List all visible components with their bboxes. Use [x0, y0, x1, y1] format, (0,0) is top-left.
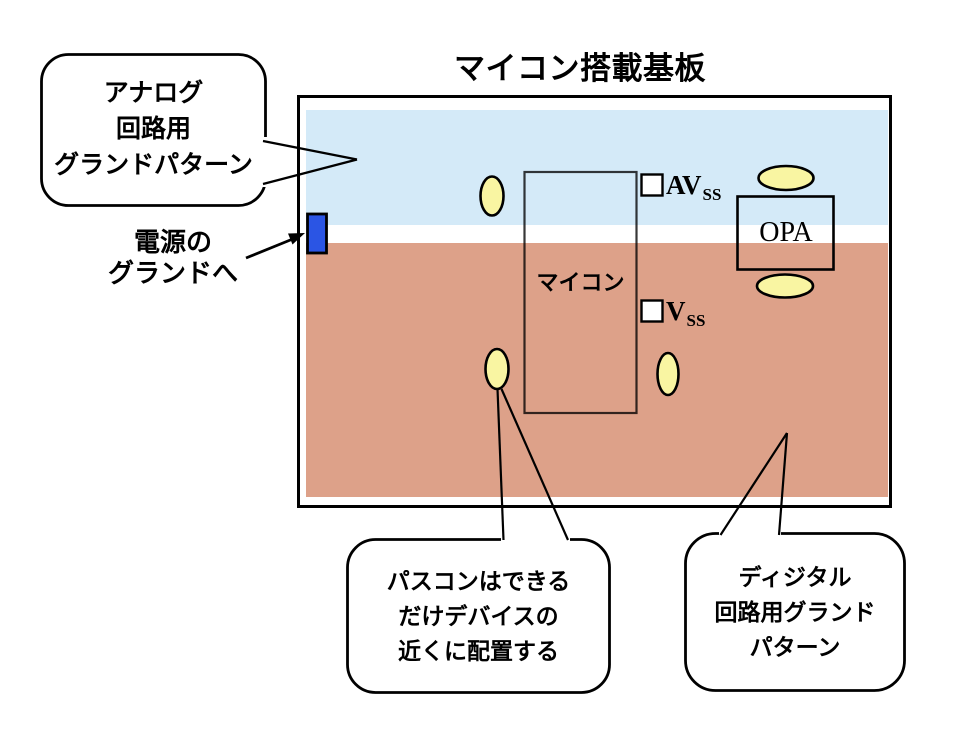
callout-analog-gap [260, 137, 269, 187]
callout-analog-pointer [262, 139, 358, 161]
label-line: グランドへ [107, 259, 238, 288]
callout-line: 回路用 [115, 116, 191, 143]
vss-pin-square [640, 299, 664, 323]
pin-name: V [666, 296, 686, 326]
callout-bypass-capacitor-label: パスコンはできる だけデバイスの 近くに配置する [346, 538, 611, 694]
callout-analog-bubble [40, 53, 267, 207]
callout-bypass-pointer [496, 388, 505, 541]
callout-digital-gap [719, 530, 781, 537]
callout-digital-pointer [719, 432, 788, 536]
callout-line: 近くに配置する [398, 638, 559, 664]
micon-outline [523, 170, 638, 415]
callout-digital-ground-label: ディジタル 回路用グランド パターン [684, 532, 906, 692]
power-ground-arrowhead [288, 233, 305, 245]
callout-line: だけデバイスの [398, 603, 559, 629]
bypass-capacitor [479, 175, 505, 217]
callout-line: アナログ [103, 80, 204, 107]
bypass-capacitor [656, 351, 680, 397]
callout-line: パターン [749, 634, 841, 660]
avss-pin-label: AVSS [666, 170, 721, 210]
power-ground-arrow [245, 237, 295, 260]
callout-analog-pointer [262, 158, 358, 186]
callout-digital-pointer [777, 432, 789, 536]
callout-line: ディジタル [738, 564, 852, 590]
diagram-title: マイコン搭載基板 [454, 51, 706, 86]
callout-bypass-bubble [346, 538, 611, 694]
micon-label: マイコン [536, 270, 625, 295]
avss-pin-square [640, 173, 664, 197]
label-line: 電源の [133, 228, 212, 257]
callout-line: グランドパターン [54, 152, 253, 179]
callout-bypass-gap [501, 536, 570, 543]
bypass-capacitor [757, 164, 815, 192]
pin-subscript: SS [702, 185, 722, 205]
callout-line: 回路用グランド [714, 599, 876, 625]
vss-pin-label: VSS [666, 296, 705, 336]
callout-bypass-pointer [500, 388, 570, 541]
power-ground-label: 電源の グランドへ [88, 227, 258, 289]
pin-name: AV [666, 170, 702, 200]
callout-digital-bubble [684, 532, 906, 692]
power-ground-pad [306, 212, 328, 255]
opa-label: OPA [759, 217, 813, 248]
bypass-capacitor [484, 347, 510, 391]
opa-outline [736, 195, 835, 271]
bypass-capacitor [755, 273, 815, 299]
callout-line: パスコンはできる [386, 568, 571, 594]
callout-analog-ground-label: アナログ 回路用 グランドパターン [40, 53, 267, 207]
pin-subscript: SS [686, 311, 706, 331]
